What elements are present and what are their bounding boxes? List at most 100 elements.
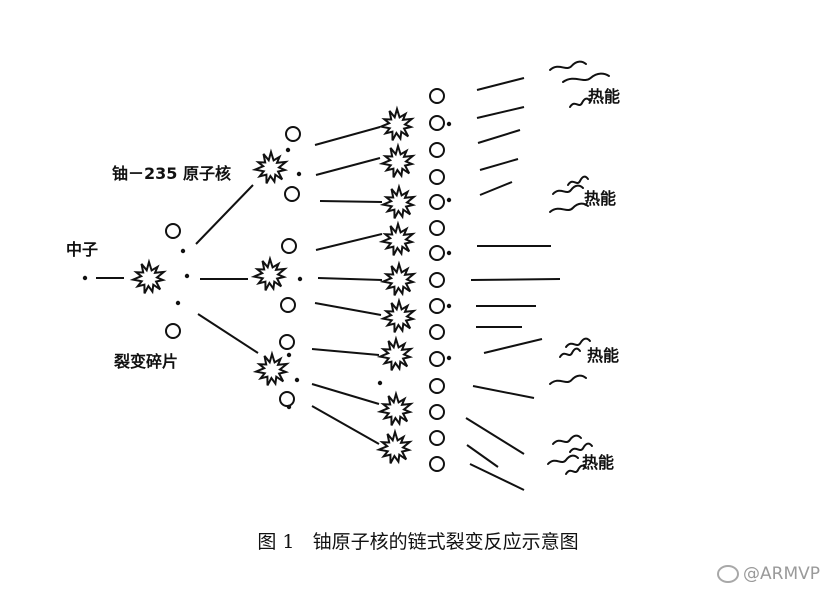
neutron-gen2-5 <box>294 377 300 383</box>
neutron-gen2-4 <box>286 352 292 358</box>
neutron-gen3-1 <box>446 121 452 127</box>
weibo-icon <box>717 565 739 583</box>
path-gen1-c <box>197 313 259 354</box>
neutron-paths <box>96 77 561 491</box>
neutron-incoming <box>82 275 88 281</box>
neutron-gen2-1 <box>285 147 291 153</box>
neutron-gen2-extra <box>377 380 383 386</box>
fragment-gen1-bottom <box>165 323 181 339</box>
path-out-7 <box>470 278 561 281</box>
heat-wave-1 <box>549 60 587 71</box>
nucleus-gen3-8 <box>376 390 414 427</box>
nucleus-gen3-1 <box>377 105 415 142</box>
path-out-2 <box>476 106 525 119</box>
figure-title: 铀原子核的链式裂变反应示意图 <box>312 531 579 553</box>
neutron-gen3-3 <box>446 250 452 256</box>
fragment-gen2-6 <box>279 391 295 407</box>
heat-waves <box>547 60 610 475</box>
path-out-10 <box>483 338 543 354</box>
heat-wave-11 <box>569 442 593 453</box>
heat-wave-9 <box>549 374 587 385</box>
path-gen2-9 <box>311 405 380 445</box>
path-gen2-4 <box>315 233 383 251</box>
fragment-gen3-6 <box>429 220 445 236</box>
heat-wave-3 <box>569 97 591 108</box>
uranium-nucleus-label: 铀－235 原子核 <box>112 164 231 183</box>
fragment-gen3-11 <box>429 351 445 367</box>
neutron-gen2-2 <box>296 171 302 177</box>
fragment-gen2-3 <box>281 238 297 254</box>
fragment-gen3-12 <box>429 378 445 394</box>
fragment-gen3-5 <box>429 194 445 210</box>
heat-wave-5 <box>567 175 589 186</box>
neutrons <box>82 121 452 410</box>
fragment-gen3-7 <box>429 245 445 261</box>
path-out-13 <box>466 444 499 468</box>
heat-label-3: 热能 <box>587 346 620 365</box>
path-out-1 <box>476 77 525 91</box>
figure-caption: 图 1 铀原子核的链式裂变反应示意图 <box>0 527 836 554</box>
neutron-gen3-2 <box>446 197 452 203</box>
neutron-gen3-4 <box>446 303 452 309</box>
path-gen2-8 <box>311 383 380 405</box>
fragment-gen3-3 <box>429 142 445 158</box>
heat-label-1: 热能 <box>588 87 621 106</box>
nucleus-gen3-6 <box>379 297 417 334</box>
neutron-gen2-3 <box>297 276 303 282</box>
nucleus-gen3-5 <box>379 260 417 297</box>
heat-wave-6 <box>549 202 589 213</box>
heat-label-4: 热能 <box>582 453 615 472</box>
nucleus-gen1 <box>129 258 167 295</box>
path-gen2-3 <box>319 200 383 203</box>
neutron-label: 中子 <box>66 240 99 259</box>
neutron-gen3-5 <box>446 355 452 361</box>
nucleus-gen2-2 <box>250 255 288 292</box>
fragment-gen3-15 <box>429 456 445 472</box>
fragment-gen3-2 <box>429 115 445 131</box>
path-out-14 <box>469 463 525 491</box>
heat-wave-12 <box>547 454 579 465</box>
heat-wave-8 <box>559 347 581 358</box>
neutron-gen1-c <box>175 300 181 306</box>
fragment-gen3-8 <box>429 272 445 288</box>
figure-number: 图 1 <box>257 531 295 553</box>
neutron-gen1-b <box>184 273 190 279</box>
nucleus-gen3-2 <box>378 142 416 179</box>
path-gen2-7 <box>311 348 380 356</box>
watermark-text: @ARMVP <box>743 564 820 584</box>
fragment-gen2-5 <box>279 334 295 350</box>
fragment-gen3-14 <box>429 430 445 446</box>
heat-wave-13 <box>565 464 587 475</box>
fragment-gen3-10 <box>429 324 445 340</box>
nucleus-gen2-3 <box>252 350 290 387</box>
fragment-gen1-top <box>165 223 181 239</box>
fragment-gen3-13 <box>429 404 445 420</box>
heat-wave-4 <box>552 184 584 195</box>
path-gen2-2 <box>315 157 381 176</box>
fragment-gen2-2 <box>284 186 300 202</box>
path-out-5 <box>479 181 513 196</box>
heat-label-2: 热能 <box>584 189 617 208</box>
fragment-gen3-4 <box>429 169 445 185</box>
path-gen1-a <box>195 184 254 245</box>
nucleus-gen3-7 <box>376 335 414 372</box>
nucleus-gen3-3 <box>379 183 417 220</box>
heat-wave-2 <box>562 72 610 83</box>
fragment-gen2-4 <box>280 297 296 313</box>
fission-fragments <box>165 88 445 472</box>
fragment-gen3-1 <box>429 88 445 104</box>
path-out-11 <box>472 385 535 399</box>
neutron-gen2-6 <box>286 404 292 410</box>
nucleus-gen3-9 <box>375 428 413 465</box>
watermark: @ARMVP <box>717 564 820 584</box>
fragment-gen3-9 <box>429 298 445 314</box>
path-out-3 <box>477 129 521 144</box>
path-gen2-1 <box>314 126 381 146</box>
heat-wave-10 <box>552 434 582 445</box>
heat-wave-7 <box>565 337 591 348</box>
fission-nuclei <box>129 105 417 465</box>
path-out-12 <box>465 417 525 455</box>
nucleus-gen2-1 <box>251 148 289 185</box>
path-out-4 <box>479 158 519 171</box>
